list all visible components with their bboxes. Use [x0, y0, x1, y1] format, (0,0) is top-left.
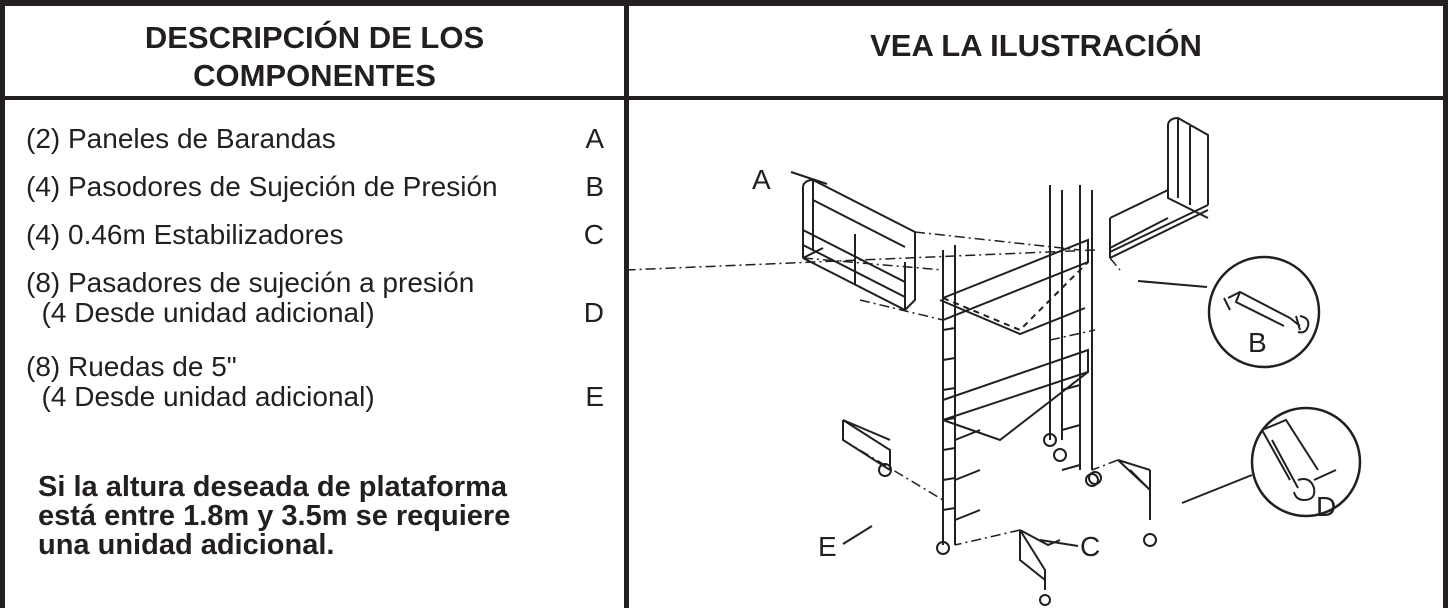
guardrail-panel-right [1109, 116, 1209, 259]
callout-b: B [1137, 255, 1321, 369]
component-description: (8) Ruedas de 5" [26, 351, 237, 382]
header-description-line-1: DESCRIPCIÓN DE LOS [144, 20, 485, 55]
table-right-border [1443, 0, 1448, 608]
callout-label-b: B [1248, 327, 1267, 358]
component-description-sub: (4 Desde unidad adicional) [26, 297, 375, 328]
tower-frames [942, 185, 1093, 545]
lower-platform [942, 348, 1089, 442]
header-description: DESCRIPCIÓN DE LOS COMPONENTES [5, 19, 624, 95]
column-divider [624, 0, 629, 608]
component-row-e: (8) Ruedas de 5" (4 Desde unidad adicion… [26, 352, 604, 412]
scaffold-illustration: A B C D E [629, 116, 1362, 606]
component-description: (4) Pasodores de Sujeción de Presión [26, 171, 498, 202]
callout-e: E [818, 525, 873, 562]
component-description-sub: (4 Desde unidad adicional) [26, 381, 375, 412]
component-description: (4) 0.46m Estabilizadores [26, 219, 344, 250]
component-row-a: (2) Paneles de Barandas A [26, 124, 604, 154]
callout-c: C [1039, 531, 1100, 562]
callout-a: A [752, 164, 828, 195]
header-illustration: VEA LA ILUSTRACIÓN [870, 28, 1202, 63]
callout-d: D [1181, 406, 1362, 522]
component-description: (2) Paneles de Barandas [26, 123, 336, 154]
stabilizers-and-wheels [842, 419, 1157, 606]
component-row-b: (4) Pasodores de Sujeción de Presión B [26, 172, 604, 202]
callout-label-c: C [1080, 531, 1100, 562]
height-note-line-1: Si la altura deseada de plataforma [38, 471, 508, 503]
component-letter: D [583, 297, 604, 328]
component-row-d: (8) Pasadores de sujeción a presión (4 D… [26, 268, 604, 328]
component-row-c: (4) 0.46m Estabilizadores C [26, 220, 604, 250]
table-top-border [0, 0, 1448, 6]
height-note: Si la altura deseada de plataforma está … [38, 473, 618, 560]
callout-label-a: A [752, 164, 771, 195]
alignment-lines [629, 231, 1121, 546]
height-note-line-3: una unidad adicional. [38, 529, 335, 561]
callout-label-e: E [818, 531, 837, 562]
guardrail-panel-left [802, 178, 916, 312]
component-letter: E [585, 381, 604, 412]
component-letter: B [585, 171, 604, 202]
callout-label-d: D [1316, 491, 1336, 522]
component-description: (8) Pasadores de sujeción a presión [26, 267, 475, 298]
height-note-line-2: está entre 1.8m y 3.5m se requiere [38, 500, 511, 532]
header-divider [0, 96, 1448, 100]
table-left-border [0, 0, 5, 608]
component-letter: C [583, 219, 604, 250]
header-description-line-2: COMPONENTES [193, 58, 436, 93]
component-letter: A [585, 123, 604, 154]
